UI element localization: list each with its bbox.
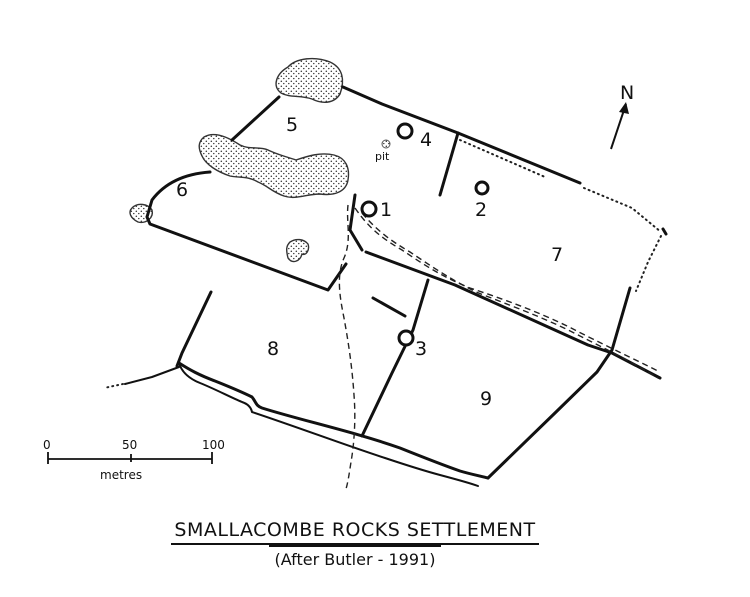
hut-label-4: 4 xyxy=(420,129,432,151)
rock-outcrops xyxy=(129,57,350,263)
hut-label-2: 2 xyxy=(475,199,487,221)
ruined-walls xyxy=(103,139,662,389)
north-label: N xyxy=(620,82,634,104)
pit-label: pit xyxy=(375,150,390,163)
hut-circle-2 xyxy=(474,180,490,196)
enclosure-label-5: 5 xyxy=(286,114,298,136)
hut-circles xyxy=(360,122,490,347)
hut-circle-1 xyxy=(360,200,378,218)
hut-circle-3 xyxy=(397,329,415,347)
enclosure-label-8: 8 xyxy=(267,338,279,360)
scale-tick-50: 50 xyxy=(122,438,137,452)
pit-marker xyxy=(381,139,391,149)
map-title: SMALLACOMBE ROCKS SETTLEMENT xyxy=(150,519,560,545)
hut-label-1: 1 xyxy=(380,199,392,221)
map-subtitle-text: (After Butler - 1991) xyxy=(268,545,442,569)
enclosure-labels: 5 6 7 8 9 xyxy=(176,114,563,410)
scale-bar: 0 50 100 metres xyxy=(43,438,225,482)
enclosure-walls xyxy=(124,85,668,487)
scale-tick-0: 0 xyxy=(43,438,51,452)
enclosure-label-6: 6 xyxy=(176,179,188,201)
hut-label-3: 3 xyxy=(415,338,427,360)
hut-circle-4 xyxy=(396,122,414,140)
north-arrow: N xyxy=(610,82,634,150)
hut-labels: 1 2 3 4 pit xyxy=(375,129,487,360)
tracks xyxy=(338,204,661,490)
map-subtitle: (After Butler - 1991) xyxy=(150,545,560,569)
enclosure-label-7: 7 xyxy=(551,244,563,266)
enclosure-label-9: 9 xyxy=(480,388,492,410)
map-title-text: SMALLACOMBE ROCKS SETTLEMENT xyxy=(171,519,539,545)
scale-unit: metres xyxy=(100,468,142,482)
scale-tick-100: 100 xyxy=(202,438,225,452)
